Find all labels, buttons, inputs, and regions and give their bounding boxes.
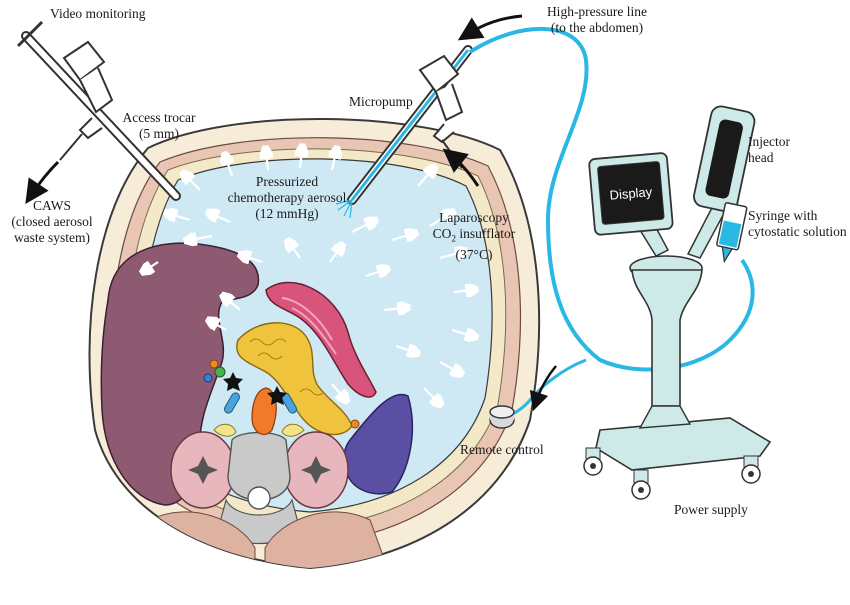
node-orange [209, 359, 219, 369]
aerosol-line-1: Pressurized [255, 174, 319, 189]
injector-device: Display [583, 105, 772, 500]
micropump-label: Micropump [349, 94, 413, 109]
stomach [265, 281, 377, 398]
column [631, 269, 703, 407]
liver [100, 242, 260, 506]
tumor-nodule-2 [267, 386, 287, 405]
caster-wheel [741, 455, 761, 484]
left-kidney-hilum [188, 456, 218, 484]
back-muscle-right [264, 511, 391, 568]
left-ureter [213, 423, 237, 437]
access-trocar-line-1: Access trocar [122, 110, 196, 125]
caws-label: CAWS (closed aerosol waste system) [0, 198, 104, 246]
insufflator-word: insufflator [455, 226, 516, 241]
access-trocar-line-2: (5 mm) [138, 126, 180, 141]
high-pressure-arrow [457, 14, 523, 41]
right-kidney-hilum [301, 456, 331, 484]
insufflator-line-2: CO2 insufflator [422, 226, 526, 247]
node-blue [203, 373, 213, 383]
syringe [716, 202, 748, 264]
insufflator-label: Laparoscopy CO2 insufflator (37°C) [422, 210, 526, 263]
caws-connector [78, 117, 103, 140]
display-screen: Display [588, 152, 674, 236]
injector-head [693, 105, 756, 213]
caster-wheel [631, 469, 651, 500]
remote-control [489, 405, 515, 429]
insufflator-co: CO [432, 226, 452, 241]
aerosol-label: Pressurized chemotherapy aerosol (12 mmH… [212, 174, 362, 222]
remote-control-label: Remote control [460, 442, 544, 457]
pancreas-texture [249, 338, 325, 396]
tumor-nodule-1 [223, 372, 243, 391]
caws-line-2: (closed aerosol [11, 214, 93, 229]
insufflator-sub: 2 [451, 233, 456, 244]
aerosol-spray [335, 199, 353, 219]
display-label: Display [609, 184, 653, 203]
injector-line-2: head [748, 150, 774, 165]
caws-arrow [25, 160, 60, 204]
insufflator-arrow [442, 148, 480, 187]
high-pressure-line-1: High-pressure line [546, 4, 648, 19]
syringe-line-2: cytostatic solution [748, 224, 847, 239]
trocar-valve [62, 40, 106, 82]
power-supply-label: Power supply [674, 502, 748, 517]
high-pressure-line-2: (to the abdomen) [550, 20, 644, 35]
high-pressure-line-label: High-pressure line (to the abdomen) [532, 4, 662, 36]
node-green [214, 366, 226, 378]
spinal-canal [247, 486, 271, 510]
right-ureter [281, 423, 305, 437]
remote-arrow [529, 365, 557, 412]
insufflator-line-1: Laparoscopy [439, 210, 509, 225]
node-orange-2 [350, 419, 360, 429]
left-adrenal [224, 392, 240, 414]
syringe-label: Syringe with cytostatic solution [748, 208, 847, 240]
aerosol-line-2: chemotherapy aerosol [227, 190, 347, 205]
access-trocar [16, 20, 181, 201]
micropump-valve [418, 54, 460, 94]
caws-line-1: CAWS [33, 198, 71, 213]
stomach-rugae [281, 297, 337, 355]
caws-line-3: waste system) [13, 230, 91, 245]
injector-head-label: Injector head [748, 134, 790, 166]
injector-line-1: Injector [748, 134, 790, 149]
aerosol-line-3: (12 mmHg) [255, 206, 319, 221]
caster-wheel [583, 447, 603, 476]
access-trocar-label: Access trocar (5 mm) [114, 110, 204, 142]
video-monitoring-label: Video monitoring [50, 6, 146, 21]
insufflator-connector [432, 123, 455, 144]
insufflator-line-3: (37°C) [455, 246, 493, 262]
high-pressure-line [468, 26, 755, 372]
aerosol-flow-arrows [146, 150, 472, 402]
syringe-line-1: Syringe with [748, 208, 818, 223]
